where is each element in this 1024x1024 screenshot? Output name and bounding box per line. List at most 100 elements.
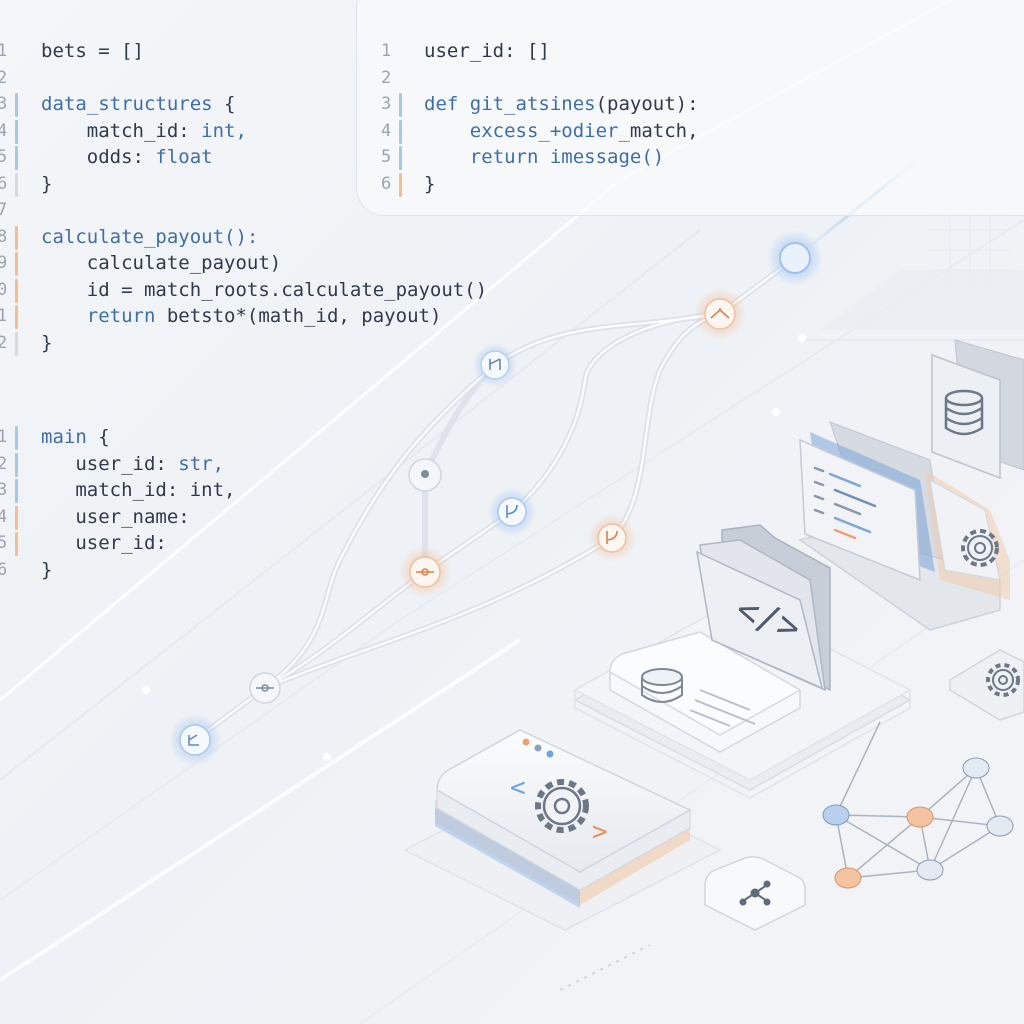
code-line: 6} — [0, 557, 300, 583]
line-number: 2 — [0, 67, 8, 88]
line-number: 4 — [0, 506, 8, 527]
code-text: id = match_roots.calculate_payout() — [41, 278, 488, 301]
line-marker — [399, 172, 402, 197]
line-number: 1 — [0, 306, 8, 326]
code-line: 5 return imessage() — [381, 144, 743, 170]
code-card: < > — [403, 729, 722, 931]
line-number: 5 — [381, 147, 392, 167]
line-number: 3 — [381, 94, 392, 114]
line-number: 6 — [381, 173, 392, 194]
line-marker — [15, 426, 18, 450]
line-marker — [15, 505, 18, 530]
code-line: 2 — [0, 65, 500, 91]
code-text: user_name: — [41, 505, 190, 528]
line-marker — [15, 452, 18, 477]
line-number: 2 — [381, 67, 392, 88]
line-number: 1 — [381, 41, 392, 61]
database-icon — [944, 389, 984, 436]
line-number: 1 — [0, 41, 8, 61]
gear-icon — [535, 779, 589, 833]
bracket-right: > — [592, 817, 608, 847]
line-marker — [15, 93, 18, 117]
code-text: user_id: [] — [424, 40, 550, 62]
code-text: user_id: str, — [41, 452, 225, 475]
code-line: 1 bets = [] — [0, 38, 500, 64]
line-number: 3 — [0, 94, 8, 114]
line-number: 0 — [0, 279, 8, 300]
code-text: match_id: int, — [41, 479, 236, 501]
code-panel-frame — [356, 0, 1024, 216]
code-line: 0 id = match_roots.calculate_payout() — [0, 277, 500, 303]
line-number: 6 — [0, 173, 8, 194]
line-marker — [15, 146, 18, 170]
code-line: 9 calculate_payout) — [0, 250, 500, 276]
database-screen — [931, 339, 1024, 480]
code-text: odds: float — [41, 146, 213, 168]
code-line: 1 return betsto*(math_id, payout) — [0, 303, 500, 329]
code-text: excess_+odier_match, — [469, 119, 699, 142]
code-folder-icon: </> — [696, 524, 831, 692]
code-line: 6} — [381, 171, 743, 197]
line-marker — [399, 119, 402, 144]
code-line: 2} — [0, 330, 500, 356]
line-number: 8 — [0, 226, 8, 247]
line-number: 5 — [0, 533, 8, 553]
line-marker — [15, 252, 18, 276]
line-marker — [399, 146, 402, 170]
database-icon — [641, 668, 683, 703]
branch-icon — [739, 880, 771, 906]
code-text: } — [41, 172, 53, 195]
line-marker — [15, 119, 18, 144]
line-marker — [15, 172, 18, 197]
line-number: 3 — [0, 480, 8, 500]
code-line: 2 user_id: str, — [0, 451, 300, 477]
line-number: 4 — [381, 120, 392, 141]
gear-icon — [986, 663, 1020, 697]
code-line: 3 def git_atsines(payout): — [381, 91, 743, 117]
code-line: 4 user_name: — [0, 504, 300, 530]
code-line: 5 user_id: — [0, 530, 300, 556]
line-marker — [15, 532, 18, 556]
line-marker — [399, 93, 402, 117]
code-line: 3 match_id: int, — [0, 477, 300, 503]
code-text: match_id: int, — [41, 119, 247, 142]
code-text: bets = [] — [41, 40, 144, 62]
line-number: 9 — [0, 253, 8, 273]
code-text: return betsto*(math_id, payout) — [86, 305, 442, 327]
line-marker — [15, 278, 18, 303]
line-marker — [15, 225, 18, 250]
branch-tile — [703, 856, 807, 931]
line-number: 2 — [0, 453, 8, 474]
code-line: 7 — [0, 197, 500, 223]
line-marker — [15, 331, 18, 356]
network-graph-icon — [822, 721, 1014, 889]
line-number: 5 — [0, 147, 8, 167]
code-line: 4 match_id: int, — [0, 118, 500, 144]
document-card — [609, 631, 802, 753]
code-text: return imessage() — [469, 146, 665, 168]
code-text: calculate_payout) — [41, 252, 282, 274]
code-line: 4 excess_+odier_match, — [381, 118, 743, 144]
line-number: 6 — [0, 559, 8, 580]
bracket-left: < — [510, 773, 526, 803]
line-number: 2 — [0, 332, 8, 353]
line-number: 4 — [0, 120, 8, 141]
line-number: 1 — [0, 427, 8, 447]
code-line: 5 odds: float — [0, 144, 500, 170]
line-marker — [15, 479, 18, 503]
gear-icon — [961, 529, 999, 567]
line-number: 7 — [0, 200, 8, 220]
code-text: } — [424, 172, 436, 195]
code-text: def git_atsines(payout): — [424, 93, 699, 115]
code-line: 6} — [0, 171, 500, 197]
code-line: 1 user_id: [] — [381, 38, 743, 64]
code-line: 1 main { — [0, 424, 300, 450]
gear-tile — [949, 649, 1024, 721]
pipeline-nodes — [142, 230, 823, 766]
code-line: 2 — [381, 65, 743, 91]
code-text: main { — [41, 426, 110, 448]
